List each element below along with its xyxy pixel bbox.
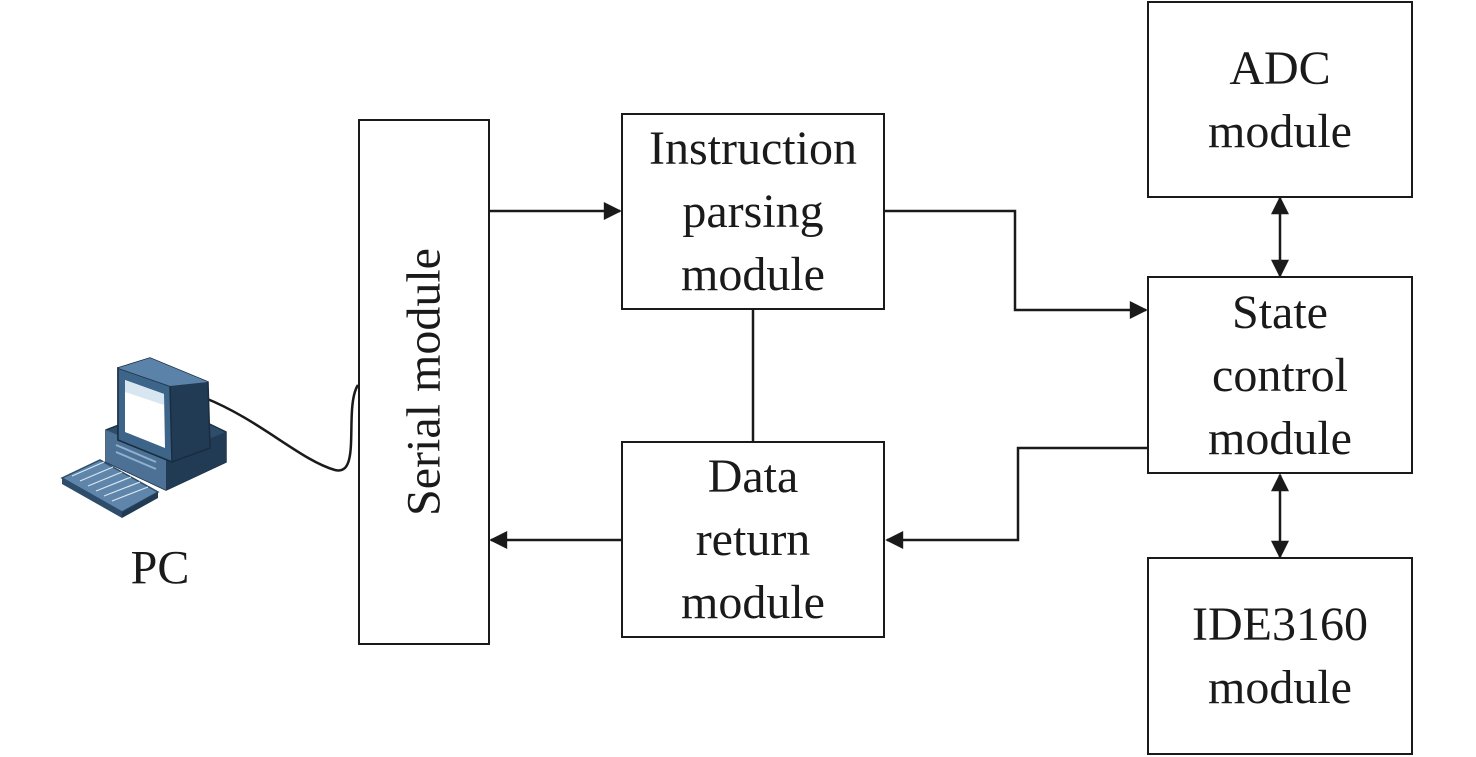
serial-module-label: Serial module	[397, 248, 451, 516]
instruction-module-line-1: Instruction	[649, 122, 857, 175]
adc-module-line-1: ADC	[1229, 41, 1331, 95]
ide-module-line-1: IDE3160	[1192, 598, 1368, 651]
adc-module-box: ADC module	[1147, 1, 1413, 198]
instruction-module-line-2: parsing	[682, 185, 824, 238]
pc-cable	[204, 384, 360, 472]
data-return-module-line-2: return	[695, 513, 811, 566]
state-control-module-line-3: module	[1208, 411, 1352, 465]
data-return-module-line-3: module	[681, 576, 825, 629]
ide3160-module-box: IDE3160 module	[1147, 557, 1413, 755]
state-control-module-line-1: State	[1232, 285, 1328, 339]
serial-module-box	[358, 119, 490, 645]
data-return-module-box: Data return module	[621, 441, 885, 638]
adc-module-line-2: module	[1208, 104, 1352, 158]
state-control-module-line-2: control	[1212, 348, 1348, 402]
state-control-module-box: State control module	[1147, 276, 1413, 474]
desktop-computer-icon	[60, 357, 227, 518]
data-return-module-line-1: Data	[707, 450, 799, 503]
instruction-parsing-module-box: Instruction parsing module	[621, 113, 885, 310]
arrow-state-control-to-data-return	[885, 446, 1148, 549]
instruction-module-line-3: module	[681, 248, 825, 301]
ide-module-line-2: module	[1208, 661, 1352, 714]
arrow-instruction-to-state-control	[885, 209, 1148, 319]
pc-label: PC	[130, 541, 190, 595]
